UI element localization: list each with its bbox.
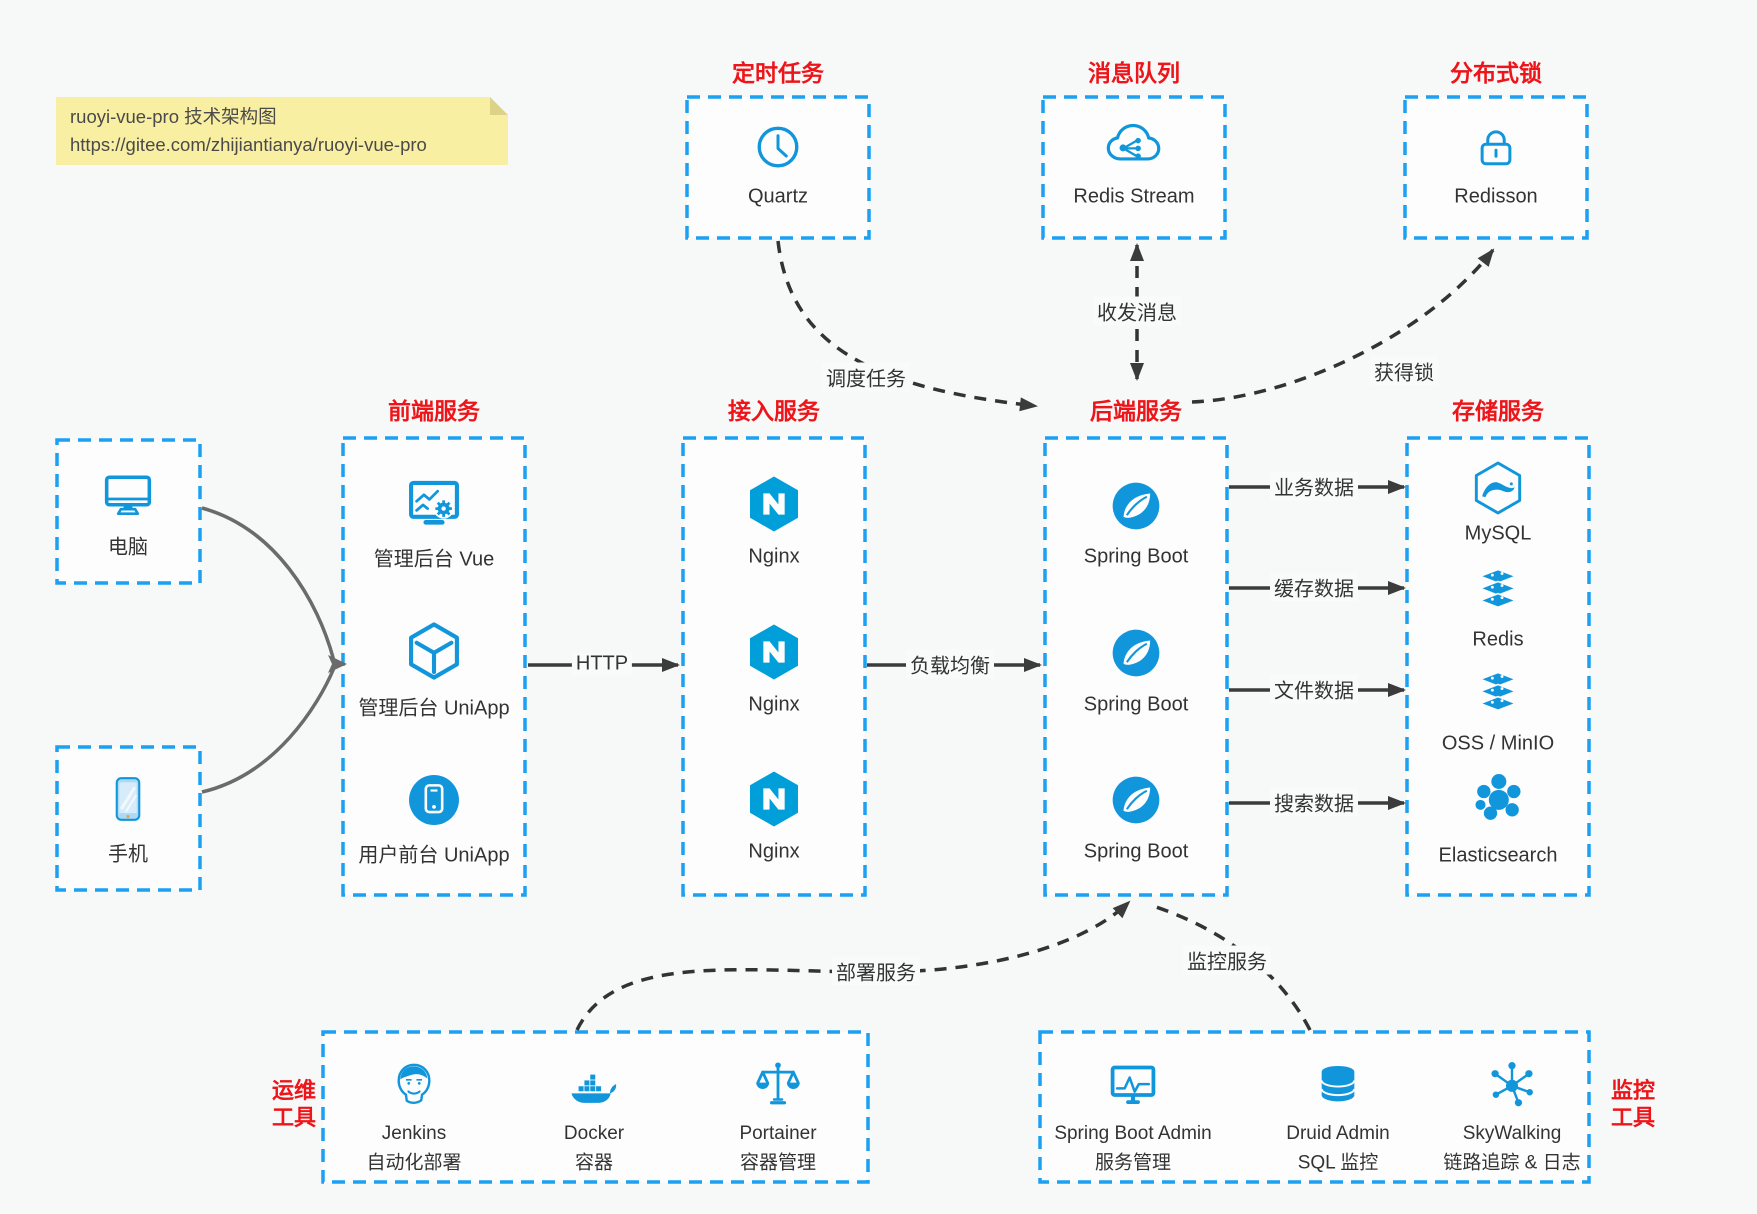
mq-box — [1041, 95, 1227, 240]
send-receive-message-edge-label: 收发消息 — [1093, 296, 1181, 326]
docker-icon — [564, 1055, 624, 1115]
client-arrowhead — [328, 655, 347, 673]
portainer-icon — [749, 1056, 807, 1114]
jenkins-sublabel: 自动化部署 — [366, 1152, 462, 1174]
jenkins-icon — [385, 1056, 443, 1114]
lock-box — [1403, 95, 1589, 240]
skywalking-sublabel: 链路追踪 & 日志 — [1443, 1152, 1581, 1174]
jenkins-label: Jenkins — [381, 1123, 447, 1144]
redis-label: Redis — [1472, 628, 1524, 651]
backend-title: 后端服务 — [1090, 398, 1182, 424]
druid-icon — [1310, 1057, 1366, 1113]
cache-data-edge-label: 缓存数据 — [1270, 572, 1358, 602]
redis-stack-icon — [1469, 563, 1527, 621]
elasticsearch-label: Elasticsearch — [1438, 844, 1558, 867]
object-storage-icon — [1469, 666, 1527, 724]
mysql-icon — [1468, 458, 1528, 518]
edge-monitor-service — [1149, 903, 1312, 1031]
mysql-label: MySQL — [1464, 522, 1532, 545]
docker-sublabel: 容器 — [574, 1152, 614, 1174]
frontend-item-label: 管理后台 UniApp — [358, 697, 510, 720]
monitoring-title-line2: 工具 — [1610, 1105, 1656, 1130]
sticky-note: ruoyi-vue-pro 技术架构图 https://gitee.com/zh… — [56, 97, 508, 165]
edge-computer-to-frontend — [201, 506, 336, 662]
spring-boot-icon — [1106, 770, 1166, 830]
note-title: ruoyi-vue-pro 技术架构图 — [70, 106, 277, 127]
nginx-label: Nginx — [748, 693, 800, 716]
http-edge-label: HTTP — [571, 652, 633, 676]
portainer-sublabel: 容器管理 — [739, 1152, 817, 1174]
frontend-item-label: 管理后台 Vue — [373, 548, 495, 571]
business-data-edge-label: 业务数据 — [1270, 471, 1358, 501]
scheduler-title: 定时任务 — [732, 60, 824, 86]
quartz-label: Quartz — [747, 185, 809, 208]
computer-box — [55, 438, 202, 585]
lock-icon — [1469, 121, 1523, 175]
nginx-label: Nginx — [748, 840, 800, 863]
user-app-icon — [403, 769, 465, 831]
spring-boot-icon — [1106, 476, 1166, 536]
computer-label: 电脑 — [108, 536, 148, 559]
ops-title-line2: 工具 — [271, 1105, 317, 1130]
cloud-stream-icon — [1101, 114, 1167, 180]
oss-minio-label: OSS / MinIO — [1441, 732, 1555, 755]
monitoring-box — [1038, 1030, 1591, 1184]
phone-label: 手机 — [108, 843, 148, 866]
nginx-icon — [742, 472, 806, 536]
elasticsearch-icon — [1468, 769, 1528, 829]
redisson-label: Redisson — [1454, 185, 1538, 208]
edge-phone-to-frontend — [201, 667, 336, 794]
skywalking-label: SkyWalking — [1462, 1123, 1562, 1144]
search-data-edge-label: 搜索数据 — [1270, 787, 1358, 817]
deploy-service-edge-label: 部署服务 — [832, 956, 920, 986]
ops-title-line1: 运维 — [271, 1078, 317, 1103]
monitoring-title-line1: 监控 — [1610, 1078, 1656, 1103]
druid-sublabel: SQL 监控 — [1297, 1152, 1379, 1174]
clock-icon — [751, 120, 805, 174]
druid-label: Druid Admin — [1286, 1123, 1390, 1144]
monitor-service-edge-label: 监控服务 — [1183, 945, 1271, 975]
phone-icon — [98, 769, 158, 829]
lock-title: 分布式锁 — [1450, 60, 1542, 86]
spring-boot-icon — [1106, 623, 1166, 683]
portainer-label: Portainer — [739, 1123, 817, 1144]
computer-icon — [96, 463, 160, 527]
skywalking-icon — [1483, 1056, 1541, 1114]
load-balance-edge-label: 负载均衡 — [906, 649, 994, 679]
spring-boot-admin-icon — [1103, 1055, 1163, 1115]
file-data-edge-label: 文件数据 — [1270, 674, 1358, 704]
spring-boot-label: Spring Boot — [1083, 840, 1189, 863]
spring-boot-label: Spring Boot — [1083, 693, 1189, 716]
frontend-title: 前端服务 — [388, 398, 480, 424]
docker-label: Docker — [563, 1123, 625, 1144]
spring-boot-label: Spring Boot — [1083, 545, 1189, 568]
ops-box — [321, 1030, 870, 1184]
schedule-task-edge-label: 调度任务 — [822, 362, 910, 392]
nginx-icon — [742, 620, 806, 684]
nginx-label: Nginx — [748, 545, 800, 568]
note-url: https://gitee.com/zhijiantianya/ruoyi-vu… — [70, 134, 427, 155]
redis-stream-label: Redis Stream — [1073, 185, 1195, 208]
mq-title: 消息队列 — [1088, 60, 1180, 86]
scheduler-box — [685, 95, 871, 240]
edge-acquire-lock — [1191, 248, 1495, 404]
acquire-lock-edge-label: 获得锁 — [1370, 356, 1438, 386]
admin-vue-icon — [401, 471, 467, 537]
frontend-item-label: 用户前台 UniApp — [358, 844, 510, 867]
spring-boot-admin-sublabel: 服务管理 — [1094, 1152, 1172, 1174]
access-title: 接入服务 — [728, 398, 820, 424]
storage-title: 存储服务 — [1452, 398, 1544, 424]
uniapp-cube-icon — [401, 618, 467, 684]
spring-boot-admin-label: Spring Boot Admin — [1054, 1123, 1212, 1144]
nginx-icon — [742, 767, 806, 831]
